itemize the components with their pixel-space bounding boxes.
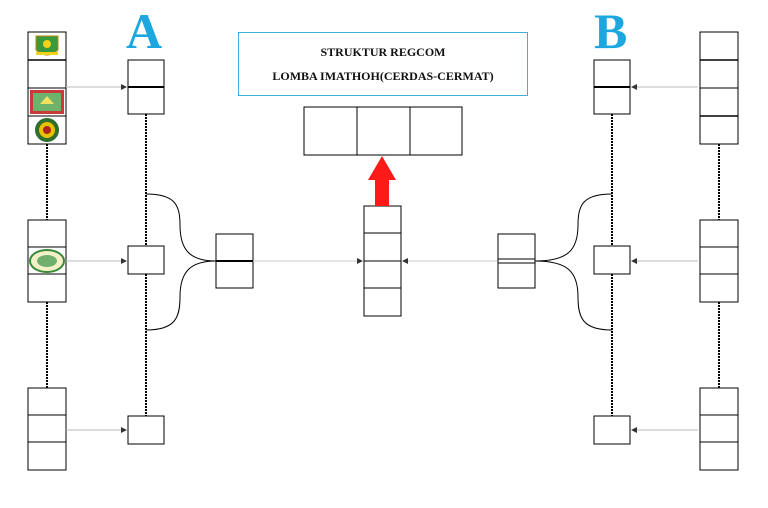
left-team-stack-middle — [27, 219, 67, 303]
title-line-2: LOMBA IMATHOH(CERDAS-CERMAT) — [272, 69, 494, 83]
group-a-label: A — [126, 3, 163, 59]
left-team-stack-bottom — [27, 387, 67, 471]
red-shield-crest-icon — [30, 90, 64, 114]
right-team-stack-top — [699, 31, 739, 145]
right-team-stack-middle — [699, 219, 739, 303]
group-b-box-middle — [593, 245, 631, 275]
group-a-box-top — [127, 59, 165, 115]
right-team-stack-bottom — [699, 387, 739, 471]
group-b-box-bottom — [593, 415, 631, 445]
winner-podium-boxes — [303, 106, 463, 156]
group-b-box-top — [593, 59, 631, 115]
group-a-semifinal-box — [215, 233, 254, 289]
final-vertical-stack — [363, 205, 402, 317]
oval-green-seal-icon — [29, 249, 65, 273]
title-box: STRUKTUR REGCOM LOMBA IMATHOH(CERDAS-CER… — [238, 32, 528, 96]
group-a-box-bottom — [127, 415, 165, 445]
group-b-label: B — [594, 3, 628, 59]
up-arrow-icon — [368, 156, 396, 206]
round-green-emblem-icon — [35, 118, 59, 142]
left-team-stack-top — [27, 31, 67, 145]
group-b-semifinal-box — [497, 233, 536, 289]
group-a-box-middle — [127, 245, 165, 275]
group-b-brace — [534, 193, 613, 331]
title-line-1: STRUKTUR REGCOM — [320, 45, 446, 59]
green-yellow-crest-icon — [35, 35, 59, 56]
